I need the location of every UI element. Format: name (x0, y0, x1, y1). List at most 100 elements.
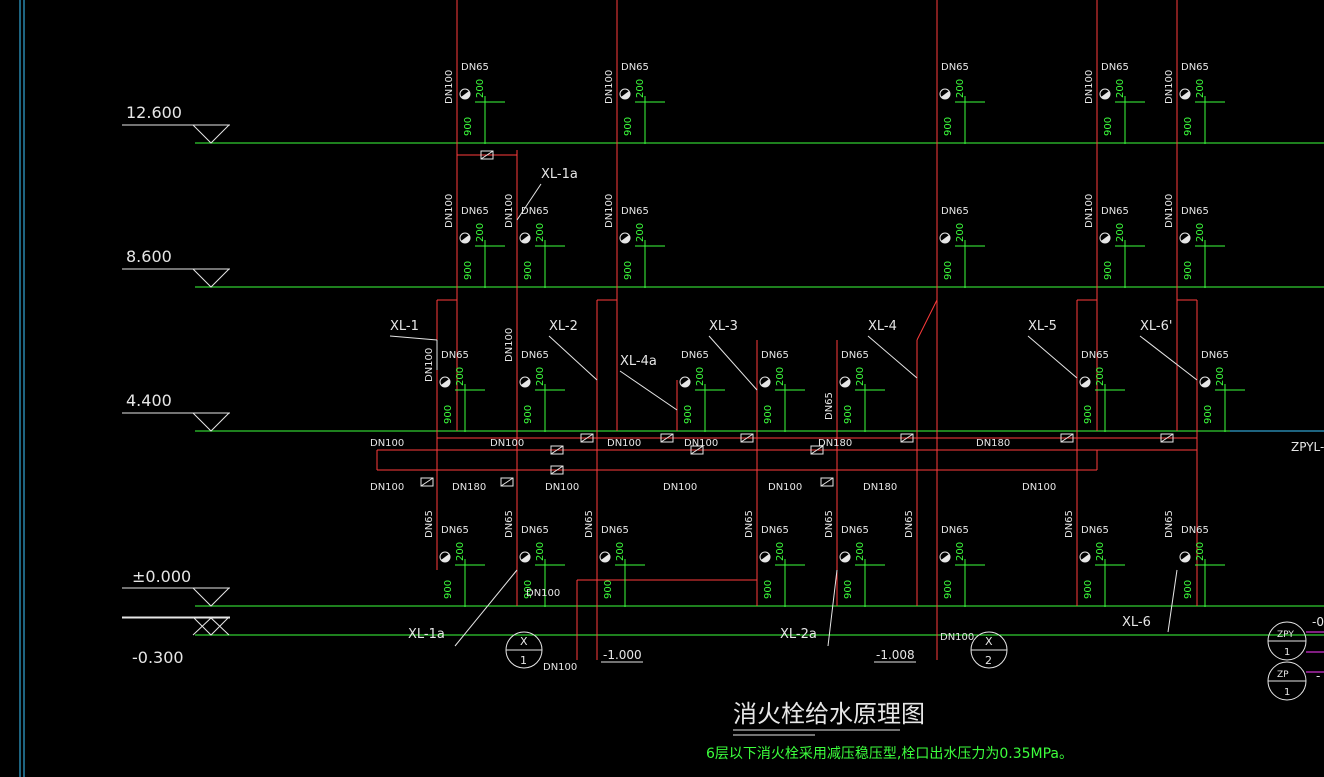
hydrant-fill (1101, 91, 1110, 100)
riser-callout-label: XL-1a (541, 167, 578, 182)
riser-size-label: DN100 (504, 194, 515, 228)
valve-box (820, 477, 834, 487)
hydrant: DN65 200 900 (1099, 62, 1145, 144)
hydrant-size-label: DN65 (1081, 525, 1109, 536)
riser-size-label: DN100 (444, 70, 455, 104)
hydrant-height-label: 900 (1183, 261, 1194, 280)
inlet-number: 1 (520, 654, 527, 667)
hydrant-fill (521, 554, 530, 562)
hydrant-fill (601, 554, 610, 562)
hydrant-size-label: DN65 (941, 206, 969, 217)
hydrant-height-label: 900 (843, 580, 854, 599)
hydrant-size-label: DN65 (761, 350, 789, 361)
valve-box-slash (740, 433, 754, 443)
main-size-label: DN100 (768, 482, 802, 493)
hydrant-height-label: 900 (943, 580, 954, 599)
hydrant-offset-label: 200 (1115, 79, 1126, 98)
pipe-jog (916, 299, 938, 341)
main-size-label: DN180 (976, 438, 1010, 449)
riser-callout-label: XL-6' (1140, 319, 1172, 334)
main-size-label: DN180 (452, 482, 486, 493)
level-triangle (192, 268, 230, 288)
hydrant-offset-label: 200 (475, 79, 486, 98)
level-triangle (192, 412, 230, 432)
riser-callout-leader (389, 335, 438, 341)
hydrant-size-label: DN65 (1181, 206, 1209, 217)
hydrant-offset-label: 200 (1095, 542, 1106, 561)
hydrant-symbols: DN65200900DN65200900DN65200900DN65200900… (439, 62, 1245, 607)
riser-callout-leader (827, 569, 838, 647)
riser-callout-leader (867, 335, 918, 379)
hydrant-fill (621, 91, 630, 99)
hydrant-height-label: 900 (763, 405, 774, 424)
hydrant-fill (1181, 91, 1190, 100)
hydrant: DN65 200 900 (1079, 525, 1125, 607)
hydrant-fill (521, 235, 530, 243)
hydrant-fill (761, 554, 771, 563)
side-symbol-number: 1 (1284, 687, 1290, 698)
riser-size-label: DN65 (1064, 510, 1075, 538)
hydrant-offset-label: 200 (535, 542, 546, 561)
main-size-label: DN100 (684, 438, 718, 449)
hydrant-height-label: 900 (763, 580, 774, 599)
diagram-title: 消火栓给水原理图 (733, 700, 925, 728)
hydrant-offset-label: 200 (635, 223, 646, 242)
hydrant-offset-label: 200 (955, 223, 966, 242)
hydrant-size-label: DN65 (1101, 62, 1129, 73)
riser-size-label: DN100 (1164, 70, 1175, 104)
hydrant-fill (1181, 235, 1190, 243)
riser-size-label: DN65 (744, 510, 755, 538)
hydrant-height-label: 900 (1083, 580, 1094, 599)
hydrant-size-label: DN65 (441, 350, 469, 361)
valve-box (740, 433, 754, 443)
hydrant-height-label: 900 (623, 261, 634, 280)
hydrant-offset-label: 200 (855, 367, 866, 386)
riser-size-label: DN100 (504, 328, 515, 362)
hydrant-size-label: DN65 (601, 525, 629, 536)
hydrant-size-label: DN65 (521, 525, 549, 536)
hydrant-offset-label: 200 (1195, 542, 1206, 561)
hydrant-height-label: 900 (463, 117, 474, 136)
main-size-label: DN100 (370, 482, 404, 493)
hydrant-fill (441, 554, 450, 562)
side-symbol-number: 1 (1284, 647, 1290, 658)
hydrant-offset-label: 200 (475, 223, 486, 242)
level-label: 12.600 (126, 103, 182, 122)
hydrant-size-label: DN65 (461, 206, 489, 217)
hydrant-offset-label: 200 (1115, 223, 1126, 242)
hydrant-circle (439, 551, 451, 563)
hydrant-fill (461, 91, 470, 99)
hydrant-height-label: 900 (1103, 117, 1114, 136)
hydrant: DN65 200 900 (619, 206, 665, 288)
hydrant-height-label: 900 (843, 405, 854, 424)
valve-box-slash (900, 433, 914, 443)
hydrant-circle (459, 232, 471, 244)
main-size-label: DN100 (526, 588, 560, 599)
hydrant-circle (619, 232, 631, 244)
hydrant-size-label: DN65 (461, 62, 489, 73)
riser-callout-leader (548, 335, 598, 381)
inlet-elevation: -1.000 (603, 648, 642, 662)
valve-box-slash (550, 445, 564, 455)
hydrant-size-label: DN65 (621, 62, 649, 73)
hydrant-offset-label: 200 (955, 79, 966, 98)
main-size-label: DN180 (863, 482, 897, 493)
hydrant-height-label: 900 (1103, 261, 1114, 280)
hydrant-offset-label: 200 (535, 223, 546, 242)
riser-callout-label: XL-6 (1122, 615, 1151, 630)
hydrant-fill (1101, 235, 1110, 243)
hydrant-size-label: DN65 (941, 62, 969, 73)
hydrant-size-label: DN65 (1101, 206, 1129, 217)
hydrant-size-label: DN65 (1181, 62, 1209, 73)
hydrant-circle (599, 551, 611, 563)
hydrant-size-label: DN65 (1081, 350, 1109, 361)
hydrant-offset-label: 200 (455, 542, 466, 561)
hydrant-offset-label: 200 (775, 367, 786, 386)
inlet-symbol: X (985, 635, 993, 648)
hydrant-size-label: DN65 (621, 206, 649, 217)
